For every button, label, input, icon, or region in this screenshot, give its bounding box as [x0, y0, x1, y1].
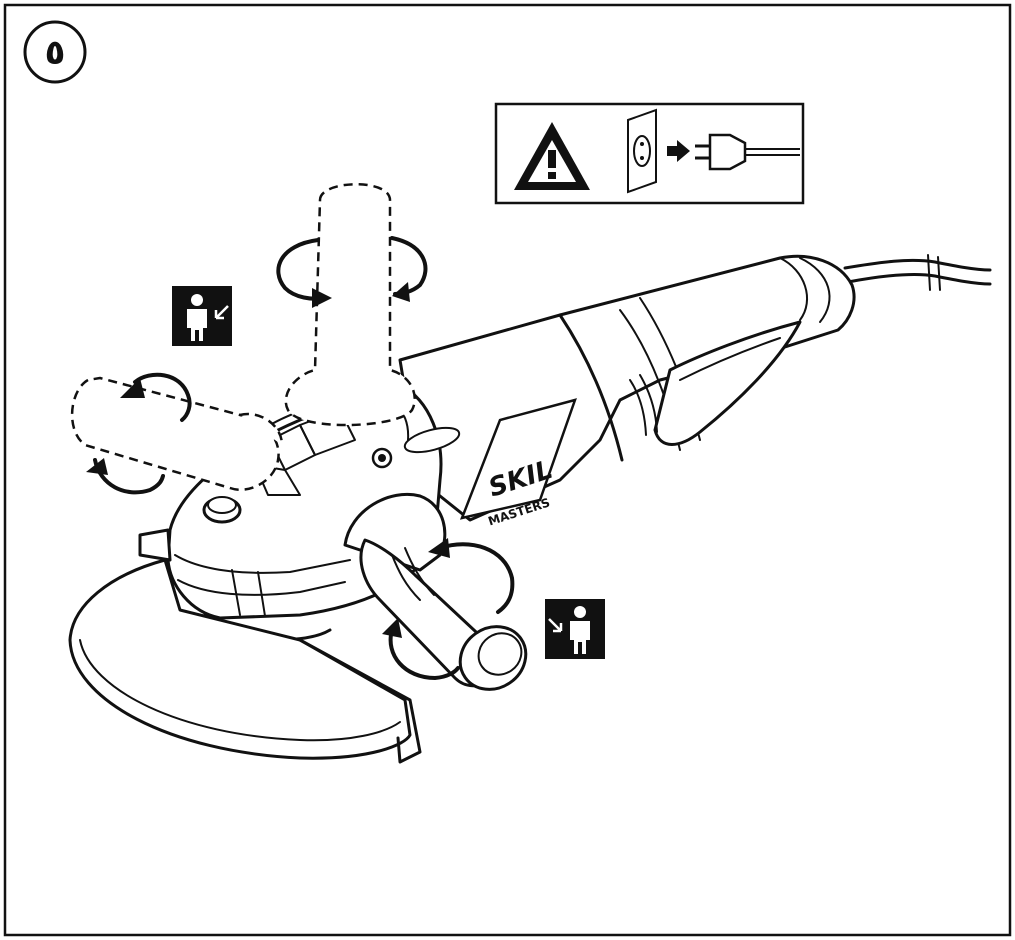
person-right-hand-icon	[545, 599, 605, 659]
figure-frame	[3, 3, 1012, 937]
grinder-motor-housing	[398, 254, 856, 522]
rotate-arrow-top	[276, 236, 428, 308]
rotate-arrow-right	[382, 538, 515, 681]
side-handle-right	[343, 493, 528, 691]
unplug-from-socket-icon	[627, 108, 800, 194]
power-cable	[843, 254, 992, 291]
side-handle-left-position-dashed	[70, 376, 284, 491]
rotate-arrow-left	[86, 372, 192, 495]
disc-guard	[68, 528, 422, 764]
step-number: ٥	[45, 33, 66, 73]
unplug-warning-box	[494, 102, 805, 205]
person-left-hand-icon	[172, 286, 232, 346]
side-handle-top-position-dashed	[284, 183, 416, 427]
warning-triangle-icon	[514, 122, 590, 190]
step-number-badge: ٥	[23, 20, 87, 84]
